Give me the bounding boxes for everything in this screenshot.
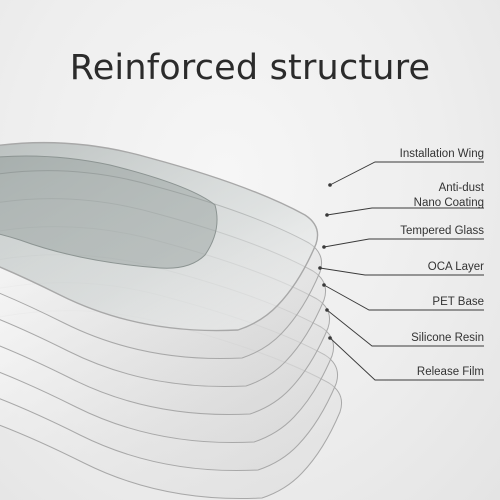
layer-label: Silicone Resin [411,331,484,346]
leader-dot [322,245,326,249]
layer-label-line: PET Base [432,296,484,308]
diagram-title: Reinforced structure [69,48,431,88]
layer-label-line: Anti-dust [438,182,484,194]
leader-dot [328,183,332,187]
leader-line [326,309,484,347]
layer-label: OCA Layer [428,260,484,275]
leader-dot [325,213,329,217]
leader-line [329,337,484,381]
layer-label-line: OCA Layer [427,261,484,273]
leader-dot [322,283,326,287]
leader-line [319,267,484,276]
layer-label: Release Film [417,365,484,380]
layer-label-line: Silicone Resin [411,332,484,344]
leader-dot [328,336,332,340]
leader-line [323,284,484,311]
layer-label: Tempered Glass [400,224,484,239]
leader-line [323,238,484,248]
layer-label: PET Base [432,295,484,310]
layer-label-line: Tempered Glass [400,225,484,237]
installation-wing-panel [0,155,218,269]
layer-label-line: Installation Wing [399,148,484,160]
glass-layers [0,141,343,500]
leader-dot [318,266,322,270]
leader-line [326,207,484,216]
leader-dot [325,308,329,312]
layer-label: Installation Wing [400,147,484,162]
layer-label-line: Nano Coating [413,197,484,209]
leader-line [329,161,484,186]
leader-lines [318,161,484,381]
glass-layer-sheet [0,141,319,332]
layer-label-line: Release Film [416,366,484,378]
